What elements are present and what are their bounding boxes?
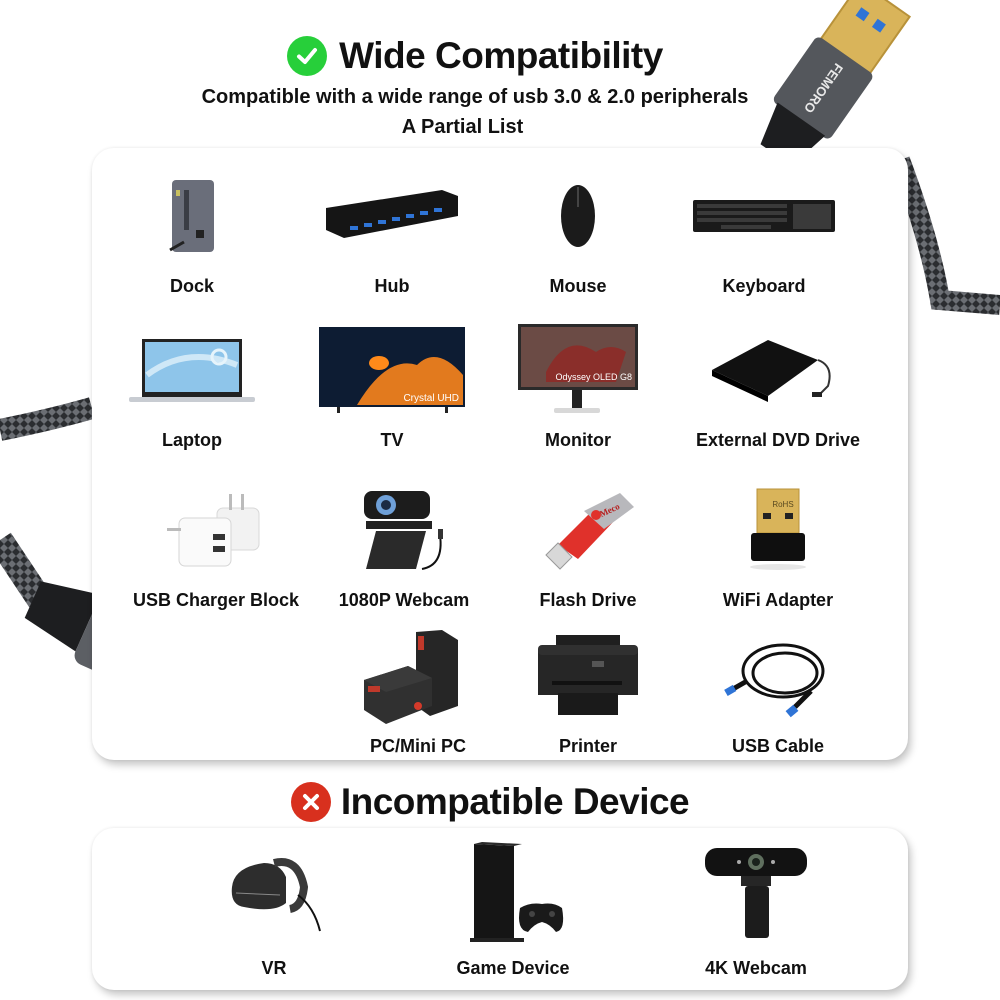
device-flash-drive: Meco Flash Drive xyxy=(488,480,688,611)
x-circle-icon xyxy=(290,782,331,822)
device-wifi-adapter: RoHS WiFi Adapter xyxy=(678,480,878,611)
incompatible-devices-card: VR Game Device 4K Webcam xyxy=(92,828,908,990)
device-usb-cable: USB Cable xyxy=(678,626,878,757)
incompatible-header: Incompatible Device xyxy=(0,776,1000,828)
device-vr: VR xyxy=(174,836,374,979)
device-game-device: Game Device xyxy=(413,836,613,979)
device-tv: Crystal UHD TV xyxy=(292,320,492,451)
keyboard-icon xyxy=(664,166,864,266)
charger-icon xyxy=(116,480,316,580)
vr-headset-icon xyxy=(174,836,374,948)
compatible-devices-card: Dock Hub Mouse Keyboard Laptop Crys xyxy=(92,148,908,760)
svg-text:Crystal UHD: Crystal UHD xyxy=(403,393,459,404)
mouse-icon xyxy=(478,166,678,266)
compatibility-header: Wide Compatibility xyxy=(0,30,1000,82)
wifi-adapter-icon: RoHS xyxy=(678,480,878,580)
laptop-icon xyxy=(92,320,292,420)
device-hub: Hub xyxy=(292,166,492,297)
svg-text:RoHS: RoHS xyxy=(772,500,793,509)
tv-icon: Crystal UHD xyxy=(292,320,492,420)
subtitle: Compatible with a wide range of usb 3.0 … xyxy=(201,86,749,108)
device-laptop: Laptop xyxy=(92,320,292,451)
device-dock: Dock xyxy=(92,166,292,297)
device-pc-mini-pc: PC/Mini PC xyxy=(318,626,518,757)
usb-hub-icon xyxy=(292,166,492,266)
device-keyboard: Keyboard xyxy=(664,166,864,297)
check-circle-icon xyxy=(287,36,328,76)
incompatible-title: Incompatible Device xyxy=(340,781,690,822)
device-external-dvd-drive: External DVD Drive xyxy=(678,320,878,451)
device-4k-webcam: 4K Webcam xyxy=(656,836,856,979)
mini-pc-icon xyxy=(318,626,518,726)
webcam-icon xyxy=(304,480,504,580)
usb-cable-icon xyxy=(678,626,878,726)
svg-text:Odyssey OLED G8: Odyssey OLED G8 xyxy=(555,372,632,382)
page-title: Wide Compatibility xyxy=(339,35,663,76)
4k-webcam-icon xyxy=(656,836,856,948)
game-console-icon xyxy=(413,836,613,948)
device-monitor: Odyssey OLED G8 Monitor xyxy=(478,320,678,451)
dvd-drive-icon xyxy=(678,320,878,420)
flash-drive-icon: Meco xyxy=(488,480,688,580)
dock-icon xyxy=(92,166,292,266)
subtitle-partial-list: A Partial List xyxy=(401,116,524,138)
printer-icon xyxy=(488,626,688,726)
device-mouse: Mouse xyxy=(478,166,678,297)
device-printer: Printer xyxy=(488,626,688,757)
device-usb-charger-block: USB Charger Block xyxy=(116,480,316,611)
device-1080p-webcam: 1080P Webcam xyxy=(304,480,504,611)
monitor-icon: Odyssey OLED G8 xyxy=(478,320,678,420)
